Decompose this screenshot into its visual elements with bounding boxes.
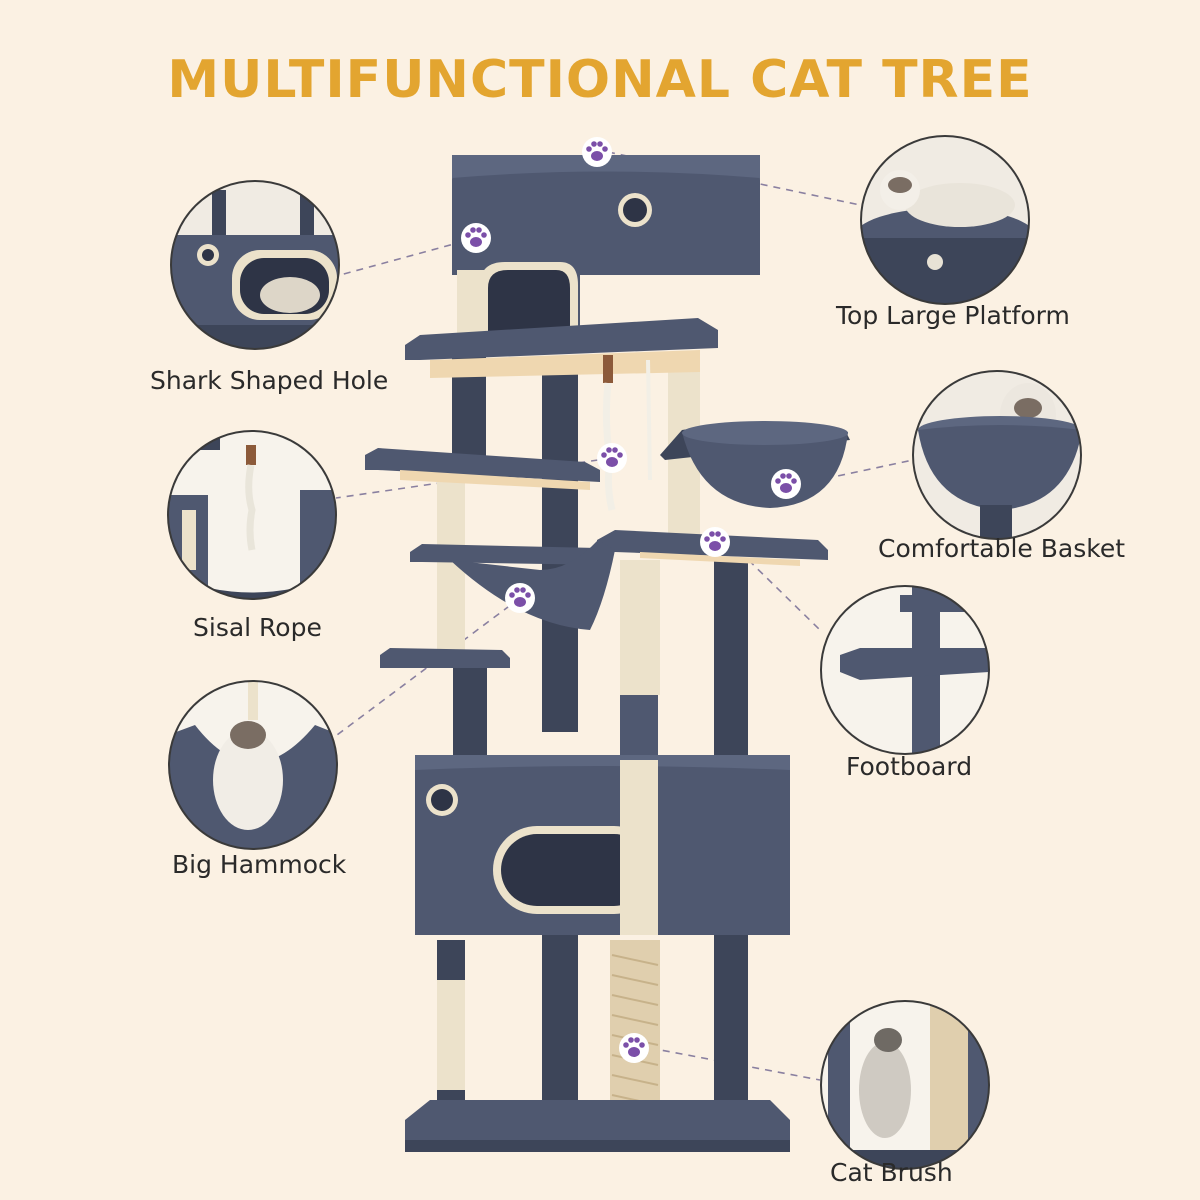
label-sisal-rope: Sisal Rope <box>193 613 322 642</box>
label-footboard: Footboard <box>846 752 973 781</box>
detail-big-hammock <box>168 680 338 850</box>
mid-post <box>620 695 658 755</box>
left-lower-post <box>453 660 487 760</box>
label-shark-shaped-hole: Shark Shaped Hole <box>150 366 389 395</box>
top-condo-rim <box>452 155 760 178</box>
platform-1 <box>405 318 718 360</box>
big-hammock <box>450 540 615 630</box>
cat-photo <box>260 277 320 313</box>
paw-icon <box>619 1033 649 1063</box>
shark-hole <box>488 270 570 335</box>
top-condo <box>452 155 760 275</box>
page-title: MULTIFUNCTIONAL CAT TREE <box>167 50 1033 110</box>
label-big-hammock: Big Hammock <box>172 850 347 879</box>
cat-photo <box>859 1042 911 1138</box>
base-board <box>405 1100 790 1150</box>
paw-icon <box>700 527 730 557</box>
label-cat-brush: Cat Brush <box>830 1158 953 1187</box>
paw-icon <box>505 583 535 613</box>
detail-cat-brush <box>820 1000 990 1170</box>
base-center-post <box>542 935 578 1120</box>
detail-top-large-platform <box>860 135 1030 305</box>
right-post <box>714 560 748 755</box>
detail-shark-shaped-hole <box>170 180 340 350</box>
paw-icon <box>597 443 627 473</box>
label-comfortable-basket: Comfortable Basket <box>878 534 1126 563</box>
detail-comfortable-basket <box>912 370 1082 540</box>
cat-tree <box>365 137 850 1152</box>
label-top-large-platform: Top Large Platform <box>836 301 1070 330</box>
base-right-post <box>714 935 748 1120</box>
paw-icon <box>771 469 801 499</box>
cat-photo <box>905 183 1015 227</box>
platform-2 <box>365 448 600 482</box>
platform-small <box>380 648 510 668</box>
paw-icon <box>461 223 491 253</box>
detail-sisal-rope <box>167 430 337 600</box>
sisal-post-base <box>437 980 465 1090</box>
detail-footboard <box>820 585 990 755</box>
condo-entrance <box>501 834 650 906</box>
comfortable-basket <box>682 426 848 508</box>
cat-brush-post <box>610 940 660 1120</box>
cat-photo <box>213 730 283 830</box>
paw-icon <box>582 137 612 167</box>
sisal-post-middle <box>620 560 660 695</box>
platform-3 <box>410 544 610 565</box>
